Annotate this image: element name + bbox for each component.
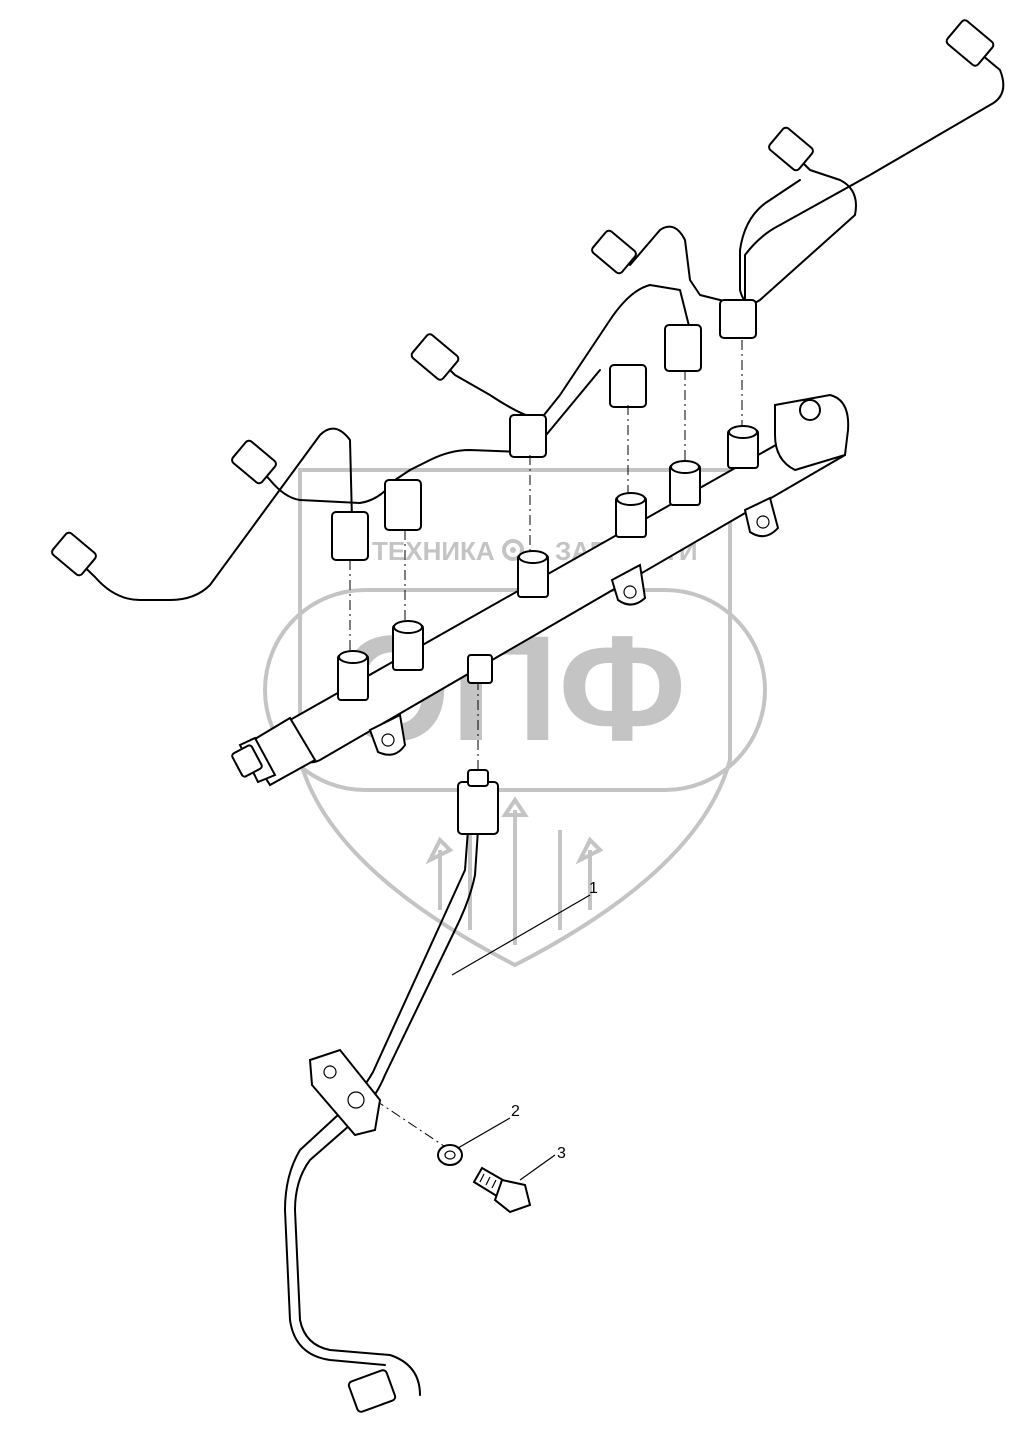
- watermark-brand-left: ТЕХНИКА: [372, 536, 495, 566]
- callouts: 1 2 3: [451, 880, 598, 1181]
- callout-3-label: 3: [557, 1145, 566, 1162]
- injector-pipes: [51, 19, 1005, 601]
- watermark-logo-frame: [263, 588, 767, 792]
- rail-ports: [337, 425, 759, 701]
- washer: [437, 1144, 463, 1166]
- injector-nut-5: [768, 126, 814, 172]
- injector-nut-4: [591, 229, 637, 275]
- bolt: [472, 1166, 532, 1214]
- gear-icon: [502, 539, 524, 561]
- injector-pipe-5: [739, 149, 857, 305]
- supply-pipe-top-nut: [457, 781, 499, 835]
- callout-2-label: 2: [511, 1103, 520, 1120]
- injector-nut-1: [51, 531, 97, 577]
- callout-3-leader: [519, 1154, 556, 1181]
- callout-1-leader: [451, 894, 591, 976]
- injector-nut-6: [945, 19, 995, 67]
- injector-pipe-1: [71, 427, 353, 601]
- injector-nut-3: [410, 333, 460, 381]
- common-fuel-rail: [231, 393, 850, 787]
- rail-end-nuts: [331, 299, 757, 561]
- rail-end-port: [799, 399, 821, 421]
- rail-inlet-fitting: [467, 654, 493, 684]
- injector-nut-2: [231, 439, 277, 485]
- watermark-shield-outline: [298, 468, 732, 968]
- supply-pipe-bottom-nut: [347, 1369, 397, 1413]
- alignment-lines: [349, 340, 743, 1151]
- injector-pipe-6: [744, 44, 1005, 321]
- injector-pipe-4: [609, 225, 741, 306]
- supply-pipe-top-fitting: [467, 769, 489, 787]
- rail-mounting-lugs: [368, 496, 780, 756]
- injector-pipe-2: [254, 369, 601, 504]
- wheat-emblem-icon: [425, 796, 604, 945]
- callout-1-label: 1: [589, 880, 598, 897]
- supply-pipe-line: [294, 829, 479, 1396]
- callout-2-leader: [457, 1117, 511, 1149]
- pressure-sensor: [231, 716, 317, 787]
- rail-end-block: [774, 393, 850, 472]
- supply-pipe: [284, 769, 499, 1413]
- injector-pipe-3: [434, 284, 691, 421]
- supply-pipe-clamp: [308, 1048, 382, 1137]
